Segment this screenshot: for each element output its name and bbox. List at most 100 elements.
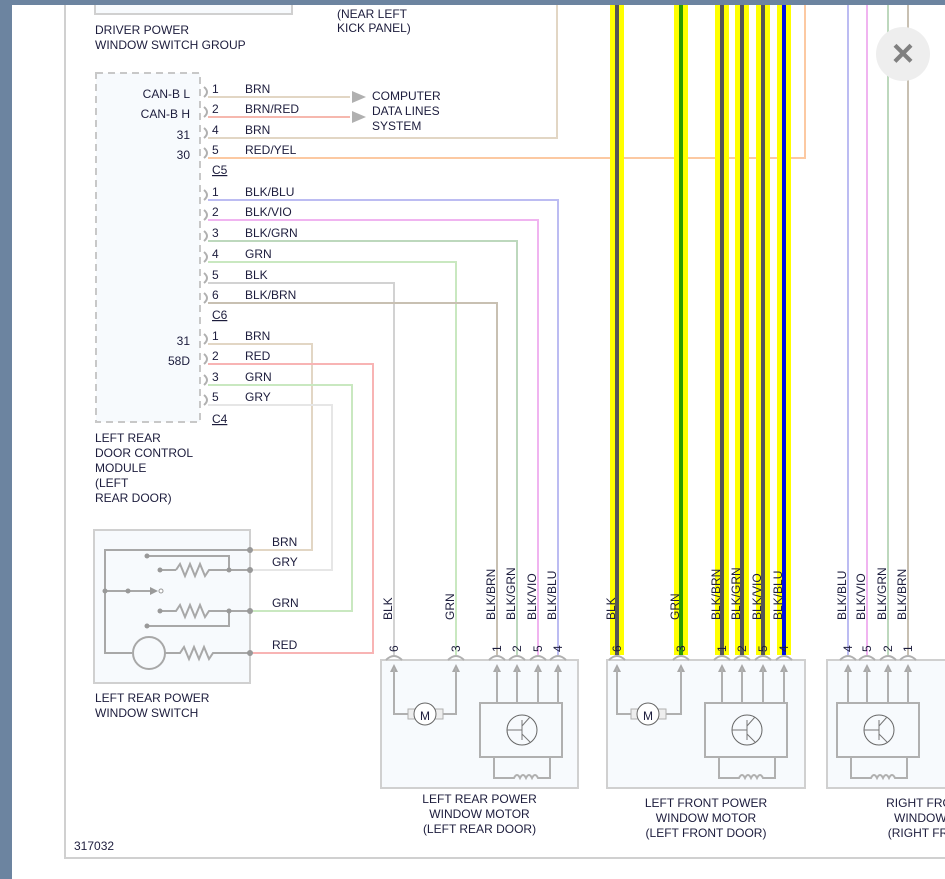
wire-label: RED/YEL [245, 143, 297, 157]
pin-number: 5 [212, 268, 219, 282]
driver-switch-group-box [94, 5, 293, 15]
wire [208, 5, 558, 139]
module-label: REAR DOOR) [95, 491, 172, 505]
wire-label: GRY [272, 555, 298, 569]
pin-number: 2 [735, 645, 749, 652]
connector-terminal-icon [879, 655, 897, 661]
connector-name: C6 [212, 308, 228, 322]
connector-terminal-icon [203, 147, 208, 159]
pin-number: 2 [510, 645, 524, 652]
wire-label: BLK/GRN [875, 567, 889, 620]
connector-terminal-icon [203, 230, 208, 242]
motor-icon [413, 702, 437, 726]
connector-terminal-icon [488, 655, 506, 661]
pin-signal-label: CAN-B L [143, 87, 191, 101]
coil-icon [493, 757, 551, 781]
arrow-icon [352, 111, 366, 123]
pin-number: 1 [715, 645, 729, 652]
pin-number: 3 [674, 645, 688, 652]
wire-label: BRN [245, 123, 270, 137]
connector-terminal-icon [713, 655, 731, 661]
motor-label: WINDOW M [894, 811, 945, 825]
pin-number: 1 [212, 82, 219, 96]
pin-number: 4 [212, 123, 219, 137]
wire [208, 343, 313, 551]
connector-terminal-icon [203, 394, 208, 406]
pin-number: 3 [449, 645, 463, 652]
wire [208, 404, 333, 571]
wire-label: GRY [245, 390, 271, 404]
wiring-diagram: DRIVER POWER WINDOW SWITCH GROUP (NEAR L… [64, 5, 945, 859]
data-lines-label: SYSTEM [372, 119, 421, 133]
connector-terminal-icon [775, 655, 793, 661]
pin-number: 1 [490, 645, 504, 652]
pin-signal-label: 31 [177, 334, 191, 348]
pin-number: 3 [212, 226, 219, 240]
wire-label: GRN [245, 247, 272, 261]
pin-number: 2 [212, 349, 219, 363]
wire-label: BLK/BRN [484, 569, 498, 620]
wire [208, 363, 374, 654]
wire-label: BLK/BRN [245, 288, 296, 302]
wire-label: BLK [381, 597, 395, 620]
pin-number: 5 [756, 645, 770, 652]
wire [208, 384, 353, 612]
wire-label: GRN [668, 593, 682, 620]
wire-label: BLK/VIO [854, 573, 868, 620]
connector-terminal-icon [203, 333, 208, 345]
motor-label: (LEFT FRONT DOOR) [646, 826, 767, 840]
wire-label: BLK/GRN [729, 567, 743, 620]
pin-signal-label: CAN-B H [141, 107, 190, 121]
wire [393, 668, 408, 715]
connector-terminal-icon [754, 655, 772, 661]
motor-label: (LEFT REAR DOOR) [423, 822, 536, 836]
motor-symbol: M [643, 709, 653, 723]
connector-terminal-icon [508, 655, 526, 661]
door-control-module-box [95, 72, 201, 423]
connector-name: C5 [212, 163, 228, 177]
wire-label: GRN [443, 593, 457, 620]
pin-number: 2 [212, 205, 219, 219]
motor-label: WINDOW MOTOR [656, 811, 757, 825]
wire [208, 302, 498, 655]
pin-number: 5 [212, 143, 219, 157]
wire-label: BLK/BRN [709, 569, 723, 620]
switch-label: WINDOW SWITCH [95, 706, 198, 720]
pin-number: 6 [212, 288, 219, 302]
wire [208, 240, 518, 655]
connector-terminal-icon [203, 86, 208, 98]
wire [443, 668, 457, 715]
wire-label: BLK/BLU [545, 571, 559, 620]
data-lines-label: DATA LINES [372, 104, 440, 118]
connector-terminal-icon [899, 655, 917, 661]
wire [208, 219, 539, 655]
transistor-icon [507, 716, 531, 743]
control-box [704, 702, 788, 758]
transistor-icon [864, 716, 888, 743]
motor-label: LEFT FRONT POWER [645, 796, 768, 810]
close-button[interactable]: × [876, 27, 930, 81]
wire-label: GRN [245, 370, 272, 384]
wire-label: BLK/BLU [771, 571, 785, 620]
wire [208, 199, 559, 655]
transistor-icon [732, 716, 756, 743]
connector-terminal-icon [447, 655, 465, 661]
connector-terminal-icon [203, 189, 208, 201]
motor-label: WINDOW MOTOR [429, 807, 530, 821]
module-label: DOOR CONTROL [95, 446, 193, 460]
window-motor: 6BLK3GRN1BLK/BRN2BLK/GRN5BLK/VIO4BLK/BLU… [380, 567, 579, 836]
pin-number: 6 [610, 645, 624, 652]
pin-number: 1 [212, 185, 219, 199]
wire [666, 668, 682, 715]
data-lines-label: COMPUTER [372, 89, 441, 103]
wire-label: BLK/VIO [245, 205, 292, 219]
connector-terminal-icon [608, 655, 626, 661]
wire-label: BLK/BLU [835, 571, 849, 620]
arrow-icon [352, 91, 366, 103]
pin-number: 3 [212, 370, 219, 384]
wire-label: GRN [272, 596, 299, 610]
motor-label: RIGHT FRONT [886, 796, 945, 810]
connector-terminal-icon [203, 127, 208, 139]
wire [616, 668, 631, 715]
